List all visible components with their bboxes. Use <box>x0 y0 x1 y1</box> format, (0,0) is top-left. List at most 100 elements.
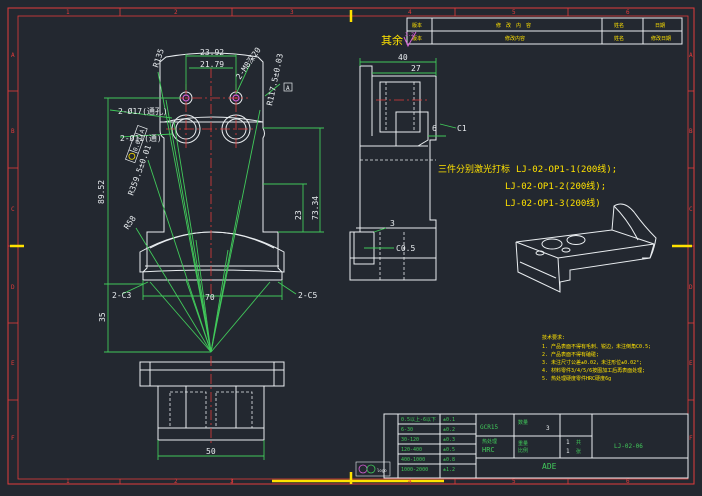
tol-range-6: 1000-2000 <box>401 467 428 473</box>
svg-text:3.2: 3.2 <box>405 32 414 38</box>
tol-value-3: ±0.3 <box>443 437 455 443</box>
datum-a-label: A <box>286 85 290 92</box>
zone-left-d: D <box>11 284 15 291</box>
zone-left-e: E <box>11 360 15 367</box>
bottom-view-dimensions <box>157 440 265 460</box>
zone-top-4: 4 <box>408 9 412 16</box>
zone-right-e: E <box>689 360 693 367</box>
sheet-no: 1 <box>566 448 570 455</box>
dim-radius-359: R359.5±0.01 <box>126 144 153 197</box>
dim-side-step-width: 6 <box>432 124 437 133</box>
zone-top-5: 5 <box>512 9 516 16</box>
dim-height-left: 89.52 <box>97 180 106 204</box>
position-tolerance-frame: 0.03 A <box>125 124 148 164</box>
zone-bottom-3: 3 <box>230 478 234 485</box>
tech-req-item-1: 1. 产品表面不得有毛刺、锐边，未注倒角C0.5; <box>542 343 651 350</box>
dim-width-top: 23.92 <box>200 48 224 57</box>
front-view <box>139 52 285 300</box>
zone-bottom-5: 5 <box>512 478 516 485</box>
isometric-view <box>515 203 657 293</box>
roughness-symbol-icon: 3.2 <box>403 31 417 48</box>
sheet-total: 1 <box>566 439 570 446</box>
outer-border <box>7 7 695 485</box>
zone-ticks <box>8 8 694 484</box>
tol-range-4: 120-400 <box>401 447 422 453</box>
rev-cell-version: 版本 <box>412 35 422 42</box>
side-view-dimensions <box>359 58 457 249</box>
rev-header-date: 日期 <box>655 23 665 29</box>
dim-small-hole: 2-Ø11(通) <box>120 133 162 143</box>
zone-left-f: F <box>11 435 15 442</box>
zone-top-2: 2 <box>174 9 178 16</box>
zone-right-f: F <box>689 435 693 442</box>
zone-bottom-2: 2 <box>174 478 178 485</box>
rev-header-name: 姓名 <box>614 22 624 29</box>
dim-height-note: R117.5±0.03 <box>265 53 285 107</box>
bottom-view <box>139 356 285 446</box>
zone-left-a: A <box>11 52 15 59</box>
dim-side-overall-width: 40 <box>398 53 408 62</box>
hardness-label: 热处理 <box>482 438 497 445</box>
zone-left-b: B <box>11 128 15 135</box>
tol-range-3: 30-120 <box>401 437 419 443</box>
zone-bottom-6: 6 <box>626 478 630 485</box>
dim-height-35: 35 <box>98 312 107 322</box>
hardness-value: HRC <box>482 446 495 454</box>
roughness-label: 其余 <box>381 33 403 47</box>
rev-header-version: 版本 <box>412 22 422 29</box>
scale-label: 比例 <box>518 447 528 454</box>
tol-range-2: 6-30 <box>401 427 413 433</box>
dim-side-inner-width: 27 <box>411 64 421 73</box>
material-value: GCR15 <box>480 424 498 431</box>
rev-header-content: 修 改 内 容 <box>496 22 531 29</box>
zone-bottom-4: 4 <box>408 478 412 485</box>
zone-top-3: 3 <box>290 9 294 16</box>
rev-cell-name: 姓名 <box>614 35 624 42</box>
inner-border <box>17 15 689 480</box>
svg-text:共: 共 <box>576 439 581 446</box>
tol-range-5: 400-1000 <box>401 457 425 463</box>
quantity-value: 3 <box>546 425 550 432</box>
zone-right-d: D <box>689 284 693 291</box>
tol-value-2: ±0.2 <box>443 427 455 433</box>
part-name: ADE <box>542 462 557 471</box>
dim-side-gap-3: 3 <box>390 219 395 228</box>
laser-note-line-3: LJ-02-OP1-3(200线) <box>505 197 601 209</box>
front-view-dimensions <box>104 54 324 353</box>
svg-text:logo: logo <box>377 468 387 473</box>
zone-right-a: A <box>689 52 693 59</box>
tech-req-item-2: 2. 产品表面不得有磕碰; <box>542 351 599 358</box>
zone-top-1: 1 <box>66 9 70 16</box>
tol-value-6: ±1.2 <box>443 467 455 473</box>
dim-chamfer-left: 2-C3 <box>112 291 131 300</box>
rev-cell-date: 修改日期 <box>651 35 671 42</box>
drawing-number: LJ-02-06 <box>614 443 643 450</box>
company-logo: logo <box>355 461 391 477</box>
tech-req-item-4: 4. 材料零件3/4/5/6按图加工后再表面处理; <box>542 367 645 374</box>
dim-tapped-holes: 2-M8深20 <box>234 46 263 82</box>
dim-bore-holes: 2-Ø17(通孔) <box>118 106 168 116</box>
dim-side-chamfer-c05: C0.5 <box>396 244 415 253</box>
dim-chamfer-right: 2-C5 <box>298 291 317 300</box>
datum-a-box <box>283 82 293 92</box>
rev-cell-content: 修改内容 <box>505 35 525 42</box>
zone-left-c: C <box>11 206 15 213</box>
dim-side-chamfer-c1: C1 <box>457 124 467 133</box>
dim-height-23: 23 <box>294 210 303 220</box>
title-block <box>383 413 689 479</box>
svg-text:A: A <box>139 128 147 134</box>
tech-req-item-5: 5. 热处理硬度零件HRC硬度6g <box>542 375 611 382</box>
tech-req-item-3: 3. 未注尺寸公差±0.02，未注形位±0.02°; <box>542 359 642 366</box>
dim-radius-58: R58 <box>122 214 138 231</box>
weight-label: 重量 <box>518 440 528 447</box>
dim-width-inner: 21.79 <box>200 60 224 69</box>
dim-height-73: 73.34 <box>311 196 320 220</box>
dim-bottom-overall-width: 50 <box>206 447 216 456</box>
zone-top-6: 6 <box>626 9 630 16</box>
side-view <box>349 65 437 281</box>
zone-right-c: C <box>689 206 693 213</box>
centering-marks <box>10 10 692 484</box>
dim-width-bottom: 70 <box>205 293 215 302</box>
